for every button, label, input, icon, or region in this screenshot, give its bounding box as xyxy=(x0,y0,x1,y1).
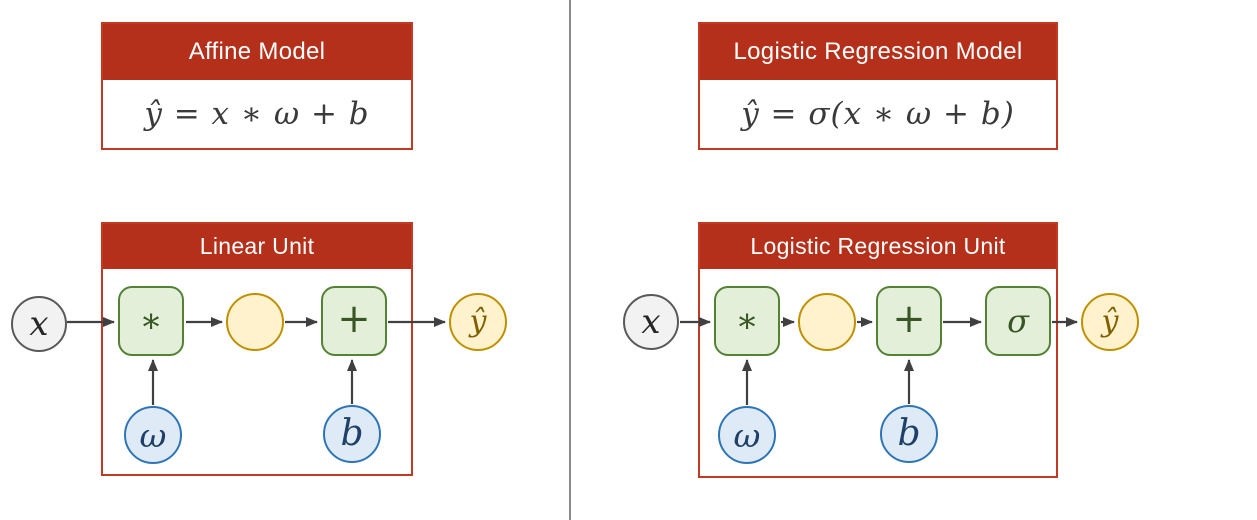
node-add-left: + xyxy=(321,286,387,356)
logistic-regression-unit-title: Logistic Regression Unit xyxy=(700,224,1056,269)
node-b-label-right: b xyxy=(897,413,921,454)
multiply-operator-label-right: ∗ xyxy=(735,301,759,341)
affine-model-title: Affine Model xyxy=(103,24,411,80)
multiply-operator-label-left: ∗ xyxy=(139,301,163,341)
sigma-operator-label-right: σ xyxy=(1007,302,1029,340)
node-x-label-right: x xyxy=(641,302,661,342)
node-yhat-output-left: ŷ xyxy=(449,293,507,351)
node-intermediate-right xyxy=(798,293,856,351)
node-multiply-left: ∗ xyxy=(118,286,184,356)
logistic-regression-model-title: Logistic Regression Model xyxy=(700,24,1056,80)
add-operator-label-left: + xyxy=(337,296,371,342)
node-sigma-activation-right: σ xyxy=(985,286,1051,356)
node-x-input-right: x xyxy=(623,294,679,350)
affine-model-box: Affine Model ŷ = x ∗ ω + b xyxy=(101,22,413,150)
node-x-label-left: x xyxy=(29,304,49,344)
node-add-right: + xyxy=(876,286,942,356)
node-b-label-left: b xyxy=(340,413,364,454)
logistic-regression-model-formula: ŷ = σ(x ∗ ω + b) xyxy=(741,96,1015,132)
linear-unit-title: Linear Unit xyxy=(103,224,411,269)
node-b-bias-right: b xyxy=(880,405,938,463)
node-multiply-right: ∗ xyxy=(714,286,780,356)
vertical-divider xyxy=(569,0,571,520)
node-omega-label-left: ω xyxy=(139,415,167,455)
node-intermediate-left xyxy=(226,293,284,351)
node-yhat-output-right: ŷ xyxy=(1081,293,1139,351)
node-omega-weight-right: ω xyxy=(718,406,776,464)
node-omega-label-right: ω xyxy=(733,415,761,455)
node-x-input-left: x xyxy=(11,296,67,352)
add-operator-label-right: + xyxy=(892,296,926,342)
node-yhat-label-right: ŷ xyxy=(1101,304,1119,339)
node-b-bias-left: b xyxy=(323,405,381,463)
logistic-regression-model-box: Logistic Regression Model ŷ = σ(x ∗ ω + … xyxy=(698,22,1058,150)
node-omega-weight-left: ω xyxy=(124,406,182,464)
node-yhat-label-left: ŷ xyxy=(469,304,487,339)
affine-model-formula: ŷ = x ∗ ω + b xyxy=(144,96,370,132)
